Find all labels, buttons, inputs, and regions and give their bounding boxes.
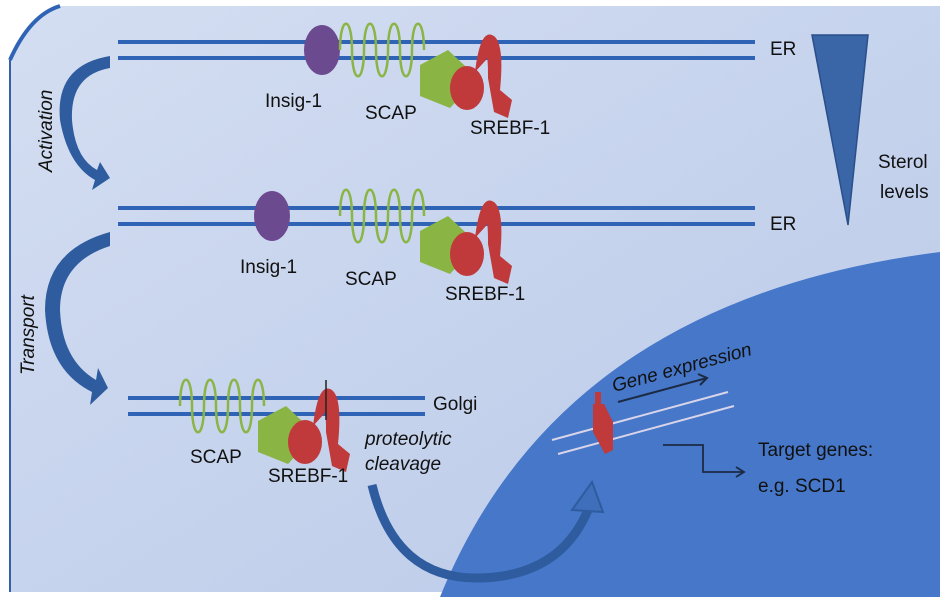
sterol-gradient-triangle xyxy=(811,34,869,226)
sterol-label: Sterol xyxy=(878,152,928,173)
activation-arrow-icon xyxy=(59,56,110,190)
cleavage-label: cleavage xyxy=(365,454,441,475)
srebf-label-golgi: SREBF-1 xyxy=(268,466,348,487)
gene-expression-arrow-icon xyxy=(617,373,709,403)
levels-label: levels xyxy=(880,182,929,203)
target-arrow-icon xyxy=(663,444,746,478)
srebf-1-protein xyxy=(450,34,512,118)
scap-label-top: SCAP xyxy=(365,103,417,124)
insig-label-middle: Insig-1 xyxy=(240,257,297,278)
scap-coil xyxy=(178,378,266,434)
srebf-label-middle: SREBF-1 xyxy=(445,284,525,305)
transport-arrow-icon xyxy=(45,232,110,405)
dna-strands xyxy=(551,391,735,455)
scap-label-golgi: SCAP xyxy=(190,447,242,468)
er-label-middle: ER xyxy=(770,214,796,235)
srebf-label-top: SREBF-1 xyxy=(470,118,550,139)
insig-1-protein xyxy=(254,191,290,241)
nuclear-import-arrow-icon xyxy=(367,479,605,583)
scd1-label: e.g. SCD1 xyxy=(758,476,846,497)
scap-coil xyxy=(338,188,426,244)
scap-label-middle: SCAP xyxy=(345,269,397,290)
activation-label: Activation xyxy=(36,90,57,173)
insig-label-top: Insig-1 xyxy=(265,91,322,112)
srebf-1-protein xyxy=(450,200,512,284)
nucleus xyxy=(440,252,940,597)
transport-label: Transport xyxy=(18,294,39,375)
scap-coil xyxy=(338,22,426,78)
proteolytic-label: proteolytic xyxy=(364,429,452,450)
target-genes-label: Target genes: xyxy=(758,440,873,461)
er-label-top: ER xyxy=(770,39,796,60)
srebf-1-protein xyxy=(288,388,350,472)
insig-1-protein xyxy=(304,25,340,75)
golgi-label: Golgi xyxy=(433,394,477,415)
srebf-1-nuclear-fragment xyxy=(593,392,613,454)
